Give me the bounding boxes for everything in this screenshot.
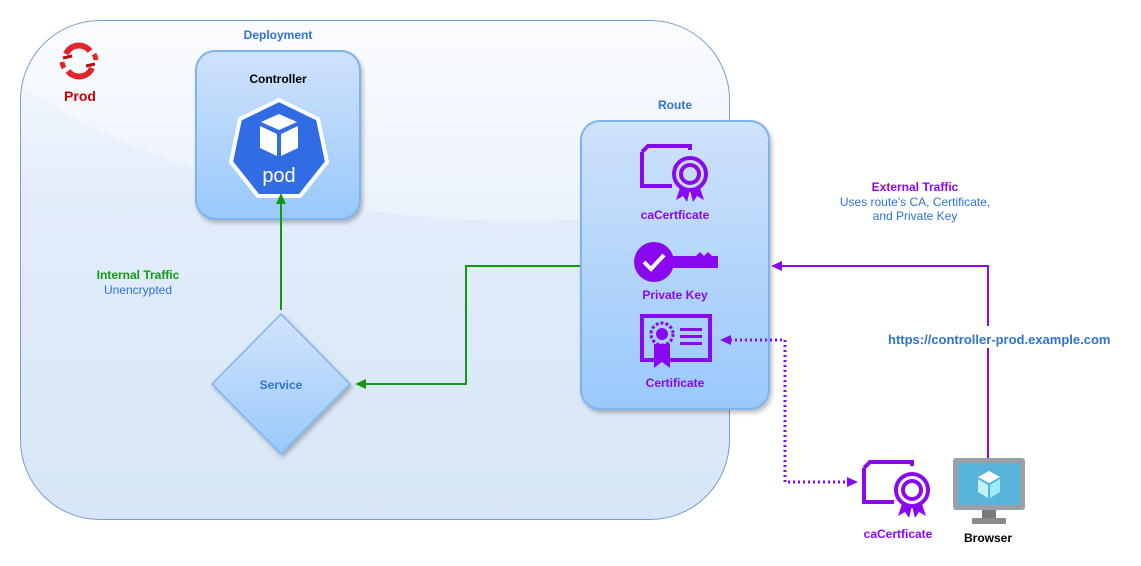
environment-label: Prod [64, 88, 96, 104]
external-traffic-title: External Traffic [871, 180, 959, 194]
route-title: Route [658, 98, 692, 112]
service-node[interactable] [205, 310, 357, 462]
route-ca-certificate-label: caCertficate [640, 208, 710, 222]
openshift-logo-icon [59, 42, 99, 80]
ca-certificate-icon [640, 144, 708, 202]
client-ca-certificate-label: caCertficate [863, 527, 933, 541]
client-ca-certificate-icon [862, 460, 930, 518]
private-key-icon [634, 242, 718, 282]
internal-traffic-title: Internal Traffic [96, 268, 180, 282]
service-label: Service [259, 378, 303, 392]
browser-label: Browser [963, 531, 1013, 545]
controller-deployment-card[interactable]: Controller pod [195, 50, 361, 220]
route-card[interactable]: caCertficate Private Key Certificate [580, 120, 770, 410]
route-certificate-label: Certificate [645, 376, 705, 390]
route-private-key-label: Private Key [642, 288, 708, 302]
arrowhead [771, 261, 782, 271]
route-url[interactable]: https://controller-prod.example.com [888, 332, 1111, 347]
external-traffic-line2: and Private Key [872, 209, 958, 223]
deployment-title: Deployment [243, 28, 313, 42]
external-traffic-line1: Uses route's CA, Certificate, [839, 195, 991, 209]
pod-text: pod [262, 165, 295, 187]
pod-icon: pod [229, 98, 329, 198]
internal-traffic-subtitle: Unencrypted [103, 283, 173, 297]
controller-label: Controller [249, 72, 307, 86]
browser-monitor-icon[interactable] [952, 457, 1026, 527]
arrowhead [847, 477, 858, 487]
certificate-icon [640, 314, 712, 368]
browser-to-route-arrow-upper [780, 265, 989, 326]
